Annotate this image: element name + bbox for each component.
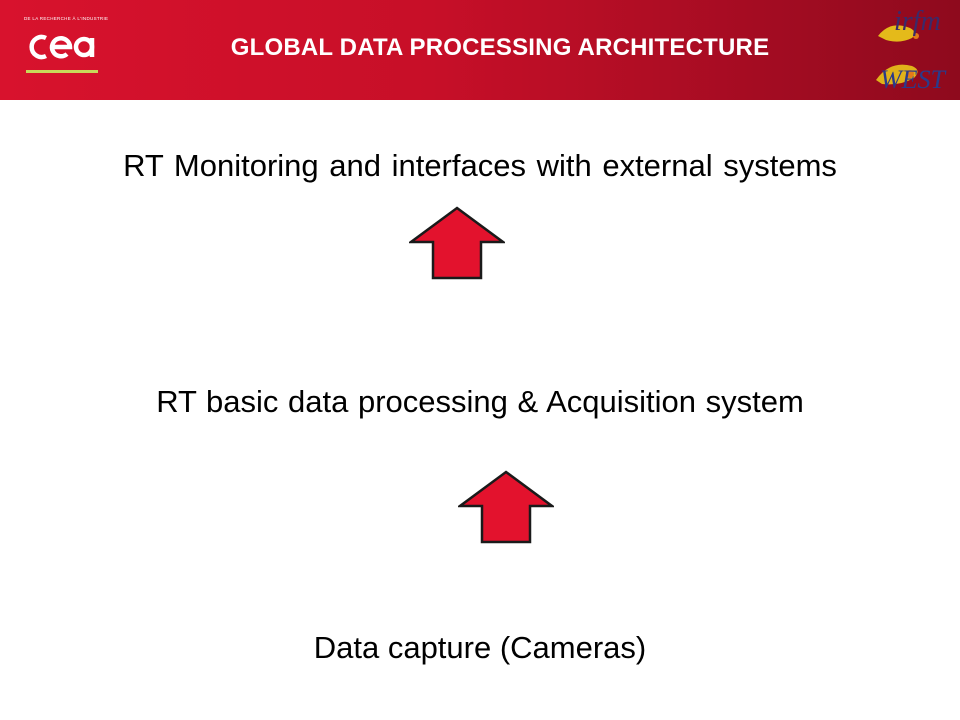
level-monitoring: RT Monitoring and interfaces with extern…: [123, 148, 837, 183]
irfm-wordmark: irfm: [894, 6, 941, 37]
header-banner: DE LA RECHERCHE À L'INDUSTRIE GLOBAL DAT…: [0, 0, 960, 100]
up-arrow-icon: [458, 470, 554, 544]
irfm-logo: irfm: [878, 6, 941, 42]
up-arrow-icon: [409, 206, 505, 280]
partner-logos: irfm WEST: [876, 6, 947, 94]
level-processing: RT basic data processing & Acquisition s…: [156, 384, 804, 419]
cea-tagline: DE LA RECHERCHE À L'INDUSTRIE: [24, 16, 109, 21]
level-capture: Data capture (Cameras): [313, 630, 647, 665]
west-logo: WEST: [876, 64, 947, 94]
cea-logo: [26, 34, 98, 73]
slide-title: GLOBAL DATA PROCESSING ARCHITECTURE: [230, 34, 770, 61]
west-wordmark: WEST: [880, 65, 947, 94]
